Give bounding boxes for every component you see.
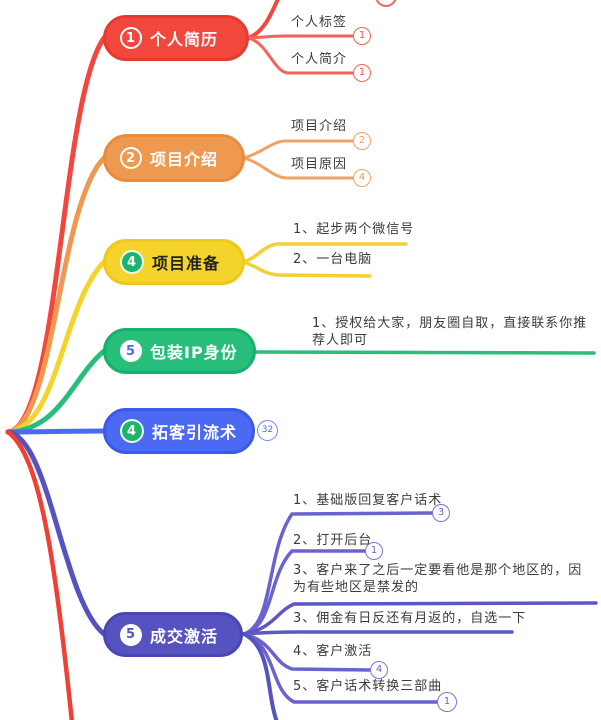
- topic-number-badge: 4: [120, 250, 144, 274]
- subtopic-count-badge[interactable]: 3: [432, 504, 450, 522]
- topic-number-badge: 5: [120, 340, 142, 362]
- subtopic-count-badge[interactable]: 4: [353, 169, 371, 187]
- topic-number-badge: 4: [120, 419, 144, 443]
- topic-label: 成交激活: [150, 626, 219, 646]
- topic-number-badge: 2: [120, 147, 142, 169]
- subtopic-authorization-note[interactable]: 1、授权给大家，朋友圈自取，直接联系你推荐人即可: [312, 316, 588, 348]
- subtopic-count-badge[interactable]: 4: [370, 661, 388, 679]
- subtopic-count-badge[interactable]: 1: [353, 27, 371, 45]
- topic-label: 包装IP身份: [150, 343, 238, 362]
- subtopic-reply-script[interactable]: 1、基础版回复客户话术: [293, 493, 443, 508]
- subtopic-check-region[interactable]: 3、客户来了之后一定要看他是那个地区的，因为有些地区是禁发的: [293, 563, 583, 595]
- topic-project-prep[interactable]: 4 项目准备: [103, 239, 245, 285]
- subtopic-commission-options[interactable]: 3、佣金有日反还有月返的，自选一下: [293, 611, 527, 626]
- topic-label: 项目介绍: [150, 150, 219, 169]
- subtopic-personal-profile[interactable]: 个人简介: [291, 52, 348, 67]
- subtopic-count-badge[interactable]: 1: [353, 64, 371, 82]
- topic-label: 个人简历: [150, 30, 219, 49]
- collapsed-count-badge[interactable]: 32: [257, 420, 278, 441]
- subtopic-count-badge[interactable]: 1: [365, 542, 383, 560]
- topic-number-badge: 5: [120, 623, 142, 646]
- topic-number-badge: 1: [120, 27, 142, 49]
- topic-personal-resume[interactable]: 1 个人简历: [103, 15, 249, 61]
- subtopic-count-badge[interactable]: 1: [437, 692, 457, 712]
- topic-ip-identity[interactable]: 5 包装IP身份: [103, 328, 256, 374]
- topic-deal-activation[interactable]: 5 成交激活: [103, 612, 243, 657]
- subtopic-personal-tags[interactable]: 个人标签: [291, 15, 348, 30]
- subtopic-project-reason[interactable]: 项目原因: [291, 157, 348, 172]
- topic-label: 拓客引流术: [152, 423, 238, 442]
- subtopic-open-backend[interactable]: 2、打开后台: [293, 533, 373, 548]
- topic-label: 项目准备: [152, 254, 221, 273]
- subtopic-script-trilogy[interactable]: 5、客户话术转换三部曲: [293, 679, 443, 694]
- subtopic-project-intro[interactable]: 项目介绍: [291, 119, 348, 134]
- topic-traffic-leads[interactable]: 4 拓客引流术: [103, 408, 255, 454]
- subtopic-two-wechat-accounts[interactable]: 1、起步两个微信号: [293, 222, 415, 237]
- subtopic-customer-activation[interactable]: 4、客户激活: [293, 644, 373, 659]
- subtopic-count-badge[interactable]: 2: [353, 132, 371, 150]
- subtopic-one-computer[interactable]: 2、一台电脑: [293, 252, 373, 267]
- topic-project-intro[interactable]: 2 项目介绍: [103, 134, 245, 182]
